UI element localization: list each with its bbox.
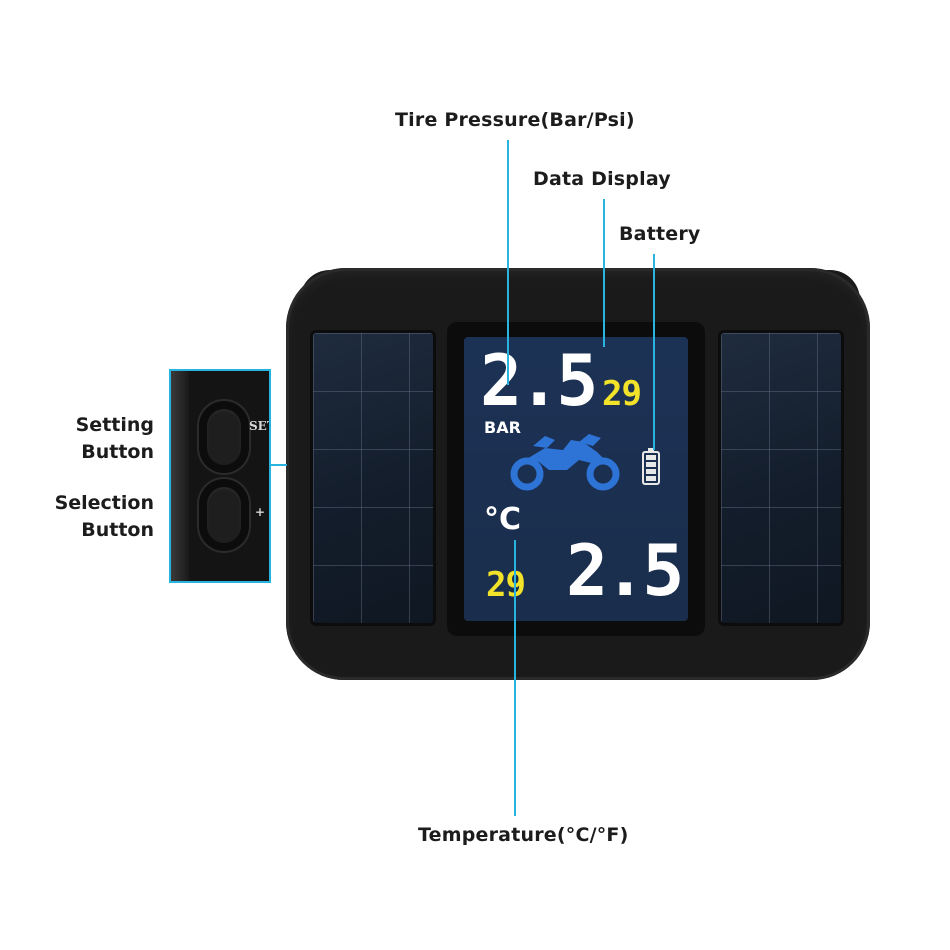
device-side-edge (171, 371, 189, 581)
battery-segment (646, 476, 656, 481)
setting-button[interactable] (199, 401, 249, 473)
battery-label: Battery (619, 223, 701, 245)
setting-button-cap (207, 409, 241, 465)
selection-button-label: Selection Button (14, 490, 154, 544)
selection-label-line1: Selection (54, 492, 154, 514)
setting-label-line1: Setting (75, 414, 154, 436)
button-leader (271, 464, 287, 466)
data-display-label: Data Display (533, 168, 671, 190)
setting-label-line2: Button (81, 441, 154, 463)
button-closeup: SET + (169, 369, 271, 583)
rear-pressure-value: 2.5 (566, 530, 684, 612)
temperature-label: Temperature(°C/°F) (418, 824, 629, 846)
left-solar-panel (310, 330, 436, 626)
tire-pressure-label: Tire Pressure(Bar/Psi) (395, 109, 635, 131)
data-display-leader (603, 199, 605, 347)
set-label: SET (249, 419, 269, 433)
tire-pressure-leader (507, 140, 509, 385)
rear-temp-value: 29 (486, 565, 526, 605)
front-temp-value: 29 (602, 374, 642, 414)
battery-segment (646, 455, 656, 460)
pressure-unit: BAR (484, 418, 521, 437)
battery-icon (642, 448, 660, 485)
plus-label: + (255, 505, 266, 519)
right-solar-panel (718, 330, 844, 626)
temperature-leader (514, 540, 516, 816)
setting-button-label: Setting Button (14, 412, 154, 466)
selection-label-line2: Button (81, 519, 154, 541)
selection-button[interactable] (199, 479, 249, 551)
battery-segment (646, 462, 656, 467)
temperature-unit: °C (484, 502, 522, 537)
battery-leader (653, 254, 655, 450)
battery-segment (646, 469, 656, 474)
motorcycle-icon (510, 434, 620, 491)
front-pressure-value: 2.5 (480, 340, 598, 422)
selection-button-cap (207, 487, 241, 543)
